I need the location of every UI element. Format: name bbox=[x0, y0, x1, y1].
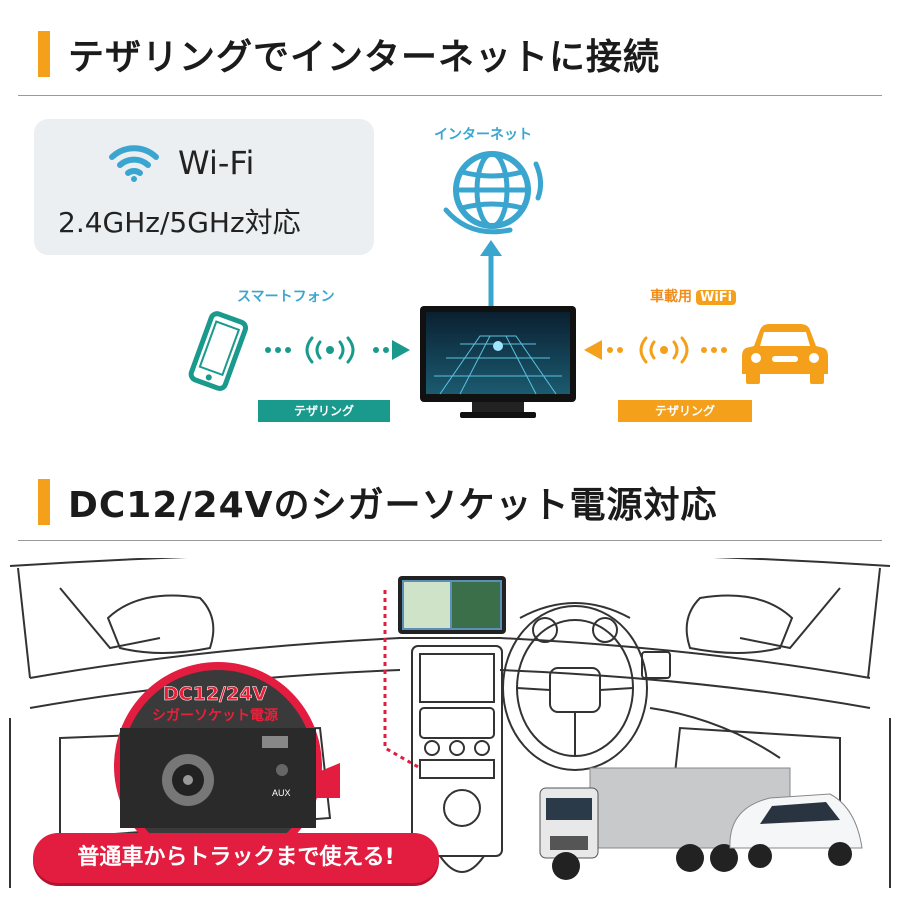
car-interior-illustration: AUX bbox=[9, 558, 891, 888]
divider bbox=[18, 95, 882, 96]
smartphone-label: スマートフォン bbox=[237, 289, 335, 305]
tethering-tag-right: テザリング bbox=[618, 400, 752, 422]
wifi-icon bbox=[109, 145, 159, 182]
smartphone-icon bbox=[188, 311, 249, 391]
globe-icon bbox=[443, 151, 544, 235]
divider bbox=[18, 540, 882, 541]
aux-label: AUX bbox=[272, 788, 291, 798]
socket-name: シガーソケット電源 bbox=[152, 708, 278, 724]
socket-voltage: DC12/24V bbox=[162, 683, 268, 706]
internet-label: インターネット bbox=[434, 127, 532, 143]
section-title-text: テザリングでインターネットに接続 bbox=[68, 37, 661, 78]
car-wifi-text: 車載用 bbox=[650, 289, 692, 305]
wifi-frequency: 2.4GHz/5GHz対応 bbox=[58, 206, 301, 239]
signal-icon-right bbox=[584, 336, 727, 364]
section-title-tethering: テザリングでインターネットに接続 bbox=[38, 28, 660, 80]
socket-callout-label: DC12/24V シガーソケット電源 bbox=[140, 683, 290, 725]
wifi-badge: Wi-Fi 2.4GHz/5GHz対応 bbox=[34, 119, 374, 255]
section-title-power: DC12/24Vのシガーソケット電源対応 bbox=[38, 476, 718, 528]
car-icon bbox=[742, 324, 828, 384]
signal-icon bbox=[265, 336, 410, 364]
wifi-label: Wi-Fi bbox=[178, 144, 255, 182]
usage-pill: 普通車からトラックまで使える! bbox=[33, 833, 439, 883]
accent-bar bbox=[38, 31, 50, 77]
car-wifi-label: 車載用 WiFi bbox=[650, 286, 737, 306]
wifi-chip: WiFi bbox=[696, 290, 737, 305]
accent-bar bbox=[38, 479, 50, 525]
monitor-device bbox=[420, 306, 576, 418]
tethering-tag-left: テザリング bbox=[258, 400, 390, 422]
section-title-text: DC12/24Vのシガーソケット電源対応 bbox=[68, 485, 718, 526]
